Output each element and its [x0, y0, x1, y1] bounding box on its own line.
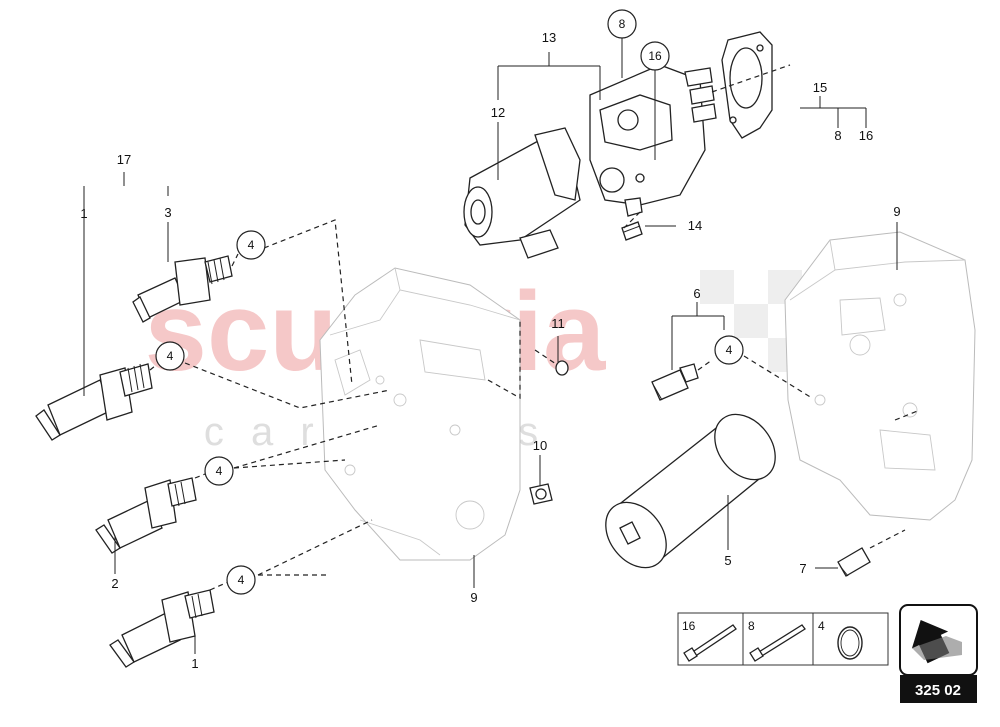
label-12: 12: [491, 105, 505, 120]
seal-ring-4-icon: [837, 626, 863, 660]
temperature-sensor-7: [837, 547, 871, 577]
part-number-labels: 17 1 3 2 1 13 12 14 15 8 16 11 10 9 9 6 …: [80, 30, 900, 671]
leader-lines: [83, 38, 898, 654]
pressure-sensor-6: [651, 363, 699, 401]
callout-4a-label: 4: [248, 238, 255, 252]
callout-circle-8: 8: [607, 9, 637, 39]
bolt-8-icon: [749, 624, 806, 662]
gasket: [721, 31, 773, 139]
label-9-right: 9: [893, 204, 900, 219]
plug-10: [529, 483, 553, 505]
page-reference-label: 325 02: [915, 682, 961, 699]
callout-4c-label: 4: [216, 464, 223, 478]
label-1-top: 1: [80, 206, 87, 221]
callout-circle-4d: 4: [226, 565, 256, 595]
callout-16-label: 16: [648, 49, 662, 63]
solenoid-valve-3: [132, 255, 233, 323]
label-5: 5: [724, 553, 731, 568]
callout-circle-4a: 4: [236, 230, 266, 260]
label-17: 17: [117, 152, 131, 167]
hydraulic-control-unit: [589, 64, 717, 217]
callout-4b-label: 4: [167, 349, 174, 363]
dashed-leader-lines: [149, 64, 921, 591]
label-10: 10: [533, 438, 547, 453]
label-7: 7: [799, 561, 806, 576]
callout-4d-label: 4: [238, 573, 245, 587]
callout-circle-16: 16: [640, 41, 670, 71]
bolt-16-icon: [683, 624, 737, 662]
label-9-center: 9: [470, 590, 477, 605]
solenoid-valve-1-lower: [109, 589, 215, 668]
label-15-8: 8: [834, 128, 841, 143]
label-2: 2: [111, 576, 118, 591]
center-valve-housing: [319, 267, 521, 561]
legend-item-16: 16: [682, 619, 696, 633]
label-13: 13: [542, 30, 556, 45]
label-14: 14: [688, 218, 702, 233]
arrow-forward-icon: [911, 620, 962, 664]
callout-circle-4c: 4: [204, 456, 234, 486]
label-11: 11: [551, 316, 565, 331]
callout-4e-label: 4: [726, 343, 733, 357]
label-3: 3: [164, 205, 171, 220]
page-reference: 325 02: [899, 604, 978, 703]
legend-box: 16 8 4: [677, 612, 889, 666]
solenoid-valve-2: [95, 477, 197, 554]
label-6: 6: [693, 286, 700, 301]
solenoid-valve-1-upper: [35, 363, 153, 441]
screw-14: [621, 221, 643, 241]
plug-11: [555, 360, 569, 376]
actuator-motor: [463, 127, 581, 259]
label-1-bottom: 1: [191, 656, 198, 671]
callout-circle-4e: 4: [714, 335, 744, 365]
callout-8-label: 8: [619, 17, 626, 31]
label-15: 15: [813, 80, 827, 95]
right-transmission-housing: [784, 231, 976, 521]
legend-item-4: 4: [818, 619, 825, 633]
oil-filter-5: [605, 413, 776, 569]
label-15-16: 16: [859, 128, 873, 143]
legend-item-8: 8: [748, 619, 755, 633]
callout-circle-4b: 4: [155, 341, 185, 371]
